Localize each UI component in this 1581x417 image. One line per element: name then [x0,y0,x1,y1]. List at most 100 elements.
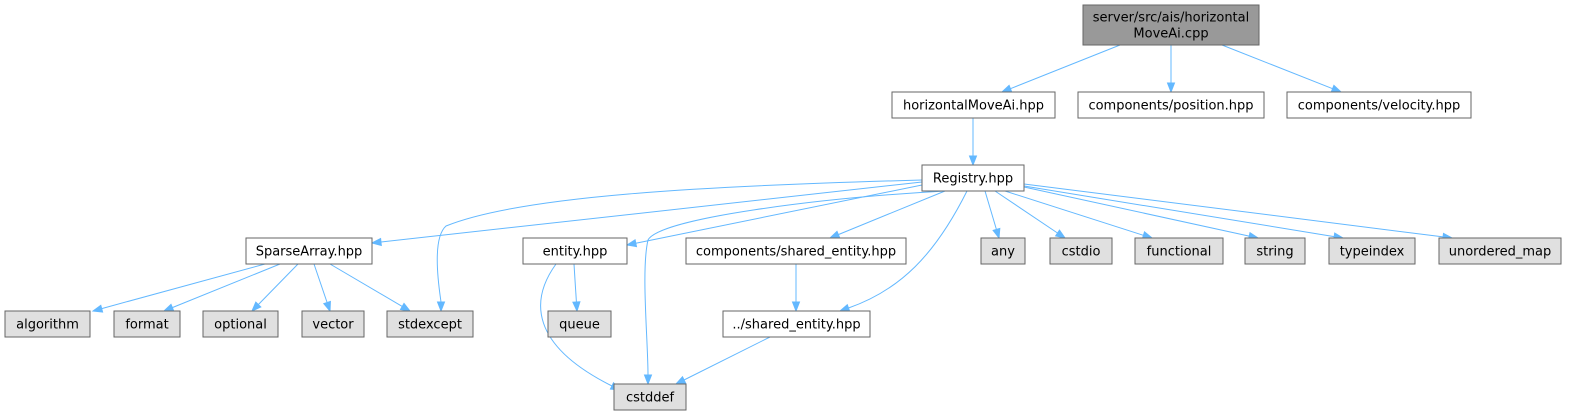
node-box [202,310,279,338]
node-label: horizontalMoveAi.hpp [903,99,1044,114]
node-unordered_map[interactable]: unordered_map [1438,237,1562,265]
node-box [1082,4,1260,46]
edge-arrowhead [436,301,446,313]
node-box [245,237,373,265]
node-label: Registry.hpp [933,172,1013,187]
node-label: stdexcept [398,318,462,333]
node-label: unordered_map [1449,245,1552,260]
node-any[interactable]: any [980,237,1026,265]
edge-arrowhead [674,375,687,385]
edge-line [1023,185,1335,238]
node-label: components/position.hpp [1088,99,1253,114]
edge-arrowhead [992,227,1001,240]
edge-root-to-horizontalMoveAi [1000,44,1121,93]
nodes-layer: server/src/ais/horizontalMoveAi.cpp horiz… [4,4,1562,411]
edge-registry-to-sharedentity2 [838,190,968,312]
node-format[interactable]: format [113,310,181,338]
node-label: MoveAi.cpp [1133,27,1208,42]
edge-line [101,263,266,310]
edge-line [1004,190,1144,236]
node-box [685,237,907,265]
edge-line [848,190,968,309]
edge-arrowhead [643,374,653,386]
node-sparsearray[interactable]: SparseArray.hpp [245,237,373,265]
node-stdexcept[interactable]: stdexcept [386,310,474,338]
node-box [1286,91,1472,119]
edge-registry-to-typeindex [1023,185,1345,241]
edge-line [313,263,328,303]
node-label: cstddef [626,391,675,406]
edge-line [257,263,299,305]
node-root[interactable]: server/src/ais/horizontalMoveAi.cpp [1082,4,1260,46]
node-box [386,310,474,338]
edge-line [1023,183,1444,238]
node-functional[interactable]: functional [1134,237,1224,265]
node-sharedentity[interactable]: components/shared_entity.hpp [685,237,907,265]
node-label: typeindex [1340,245,1405,260]
node-label: format [125,318,168,333]
node-entity[interactable]: entity.hpp [522,237,628,265]
edge-registry-to-unordered_map [1023,183,1454,241]
node-label: cstdio [1062,245,1101,260]
node-label: any [991,245,1015,260]
node-sharedentity2[interactable]: ../shared_entity.hpp [722,310,871,338]
node-label: SparseArray.hpp [256,245,363,260]
edge-arrowhead [838,303,851,312]
edge-line [994,190,1058,234]
edge-arrowhead [91,304,104,313]
node-box [1077,91,1265,119]
edge-line [172,263,281,309]
edge-line [329,263,403,307]
edge-line [838,190,946,236]
edge-root-to-velocity [1221,44,1343,93]
edge-line [1010,44,1121,90]
edge-entity-to-queue [572,263,581,313]
node-label: entity.hpp [543,245,608,260]
node-cstddef[interactable]: cstddef [613,383,687,411]
node-algorithm[interactable]: algorithm [4,310,91,338]
edge-registry-to-sparsearray [370,181,923,247]
edge-arrowhead [1166,82,1176,94]
edge-sparsearray-to-optional [251,263,299,312]
node-label: queue [559,318,600,333]
node-queue[interactable]: queue [547,310,612,338]
node-position[interactable]: components/position.hpp [1077,91,1265,119]
node-box [980,237,1026,265]
node-box [1134,237,1224,265]
edge-registry-to-stdexcept [436,179,923,313]
node-label: string [1256,245,1293,260]
edge-arrowhead [1000,84,1013,93]
edge-arrowhead [251,301,262,312]
node-string[interactable]: string [1244,237,1306,265]
edge-line [635,184,923,244]
node-box [522,237,628,265]
node-label: server/src/ais/horizontal [1093,11,1249,26]
edge-arrowhead [572,301,581,313]
edge-sharedentity2-to-cstddef [674,336,771,385]
edge-arrowhead [1330,84,1343,93]
edge-sharedentity-to-sharedentity2 [791,264,801,313]
node-typeindex[interactable]: typeindex [1328,237,1416,265]
node-label: algorithm [16,318,79,333]
edge-registry-to-cstddef [643,190,946,386]
node-box [1049,237,1113,265]
edge-line [540,263,613,387]
node-box [921,164,1025,192]
node-cstdio[interactable]: cstdio [1049,237,1113,265]
edge-line [644,190,946,376]
node-box [613,383,687,411]
edge-sparsearray-to-vector [313,263,331,313]
node-horizontalMoveAi[interactable]: horizontalMoveAi.hpp [891,91,1056,119]
node-optional[interactable]: optional [202,310,279,338]
node-velocity[interactable]: components/velocity.hpp [1286,91,1472,119]
node-label: vector [312,318,354,333]
node-box [891,91,1056,119]
edge-arrowhead [322,300,331,313]
edge-sparsearray-to-algorithm [91,263,266,313]
node-vector[interactable]: vector [301,310,365,338]
node-label: optional [214,318,267,333]
node-registry[interactable]: Registry.hpp [921,164,1025,192]
edge-arrowhead [399,302,412,312]
node-box [1328,237,1416,265]
